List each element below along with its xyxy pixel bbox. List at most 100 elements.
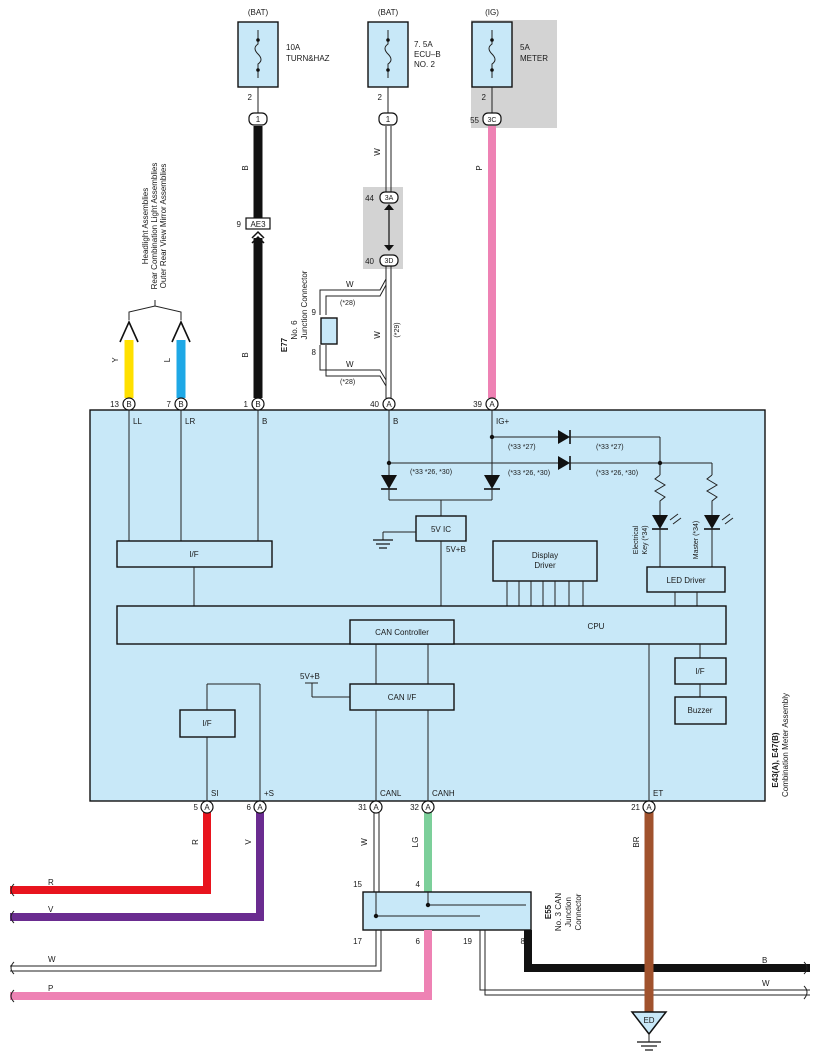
diode-note: (*33 *27) xyxy=(596,444,624,451)
wire-label: W xyxy=(360,838,369,846)
ground-ed-icon xyxy=(630,1011,668,1036)
wire-break-right xyxy=(803,961,808,1000)
wire-label: W xyxy=(48,955,56,964)
meter-name: Combination Meter Assembly xyxy=(781,693,790,797)
pin-num: 40 xyxy=(370,400,379,409)
pin-num: 7 xyxy=(167,400,172,409)
pin-conn: A xyxy=(489,400,495,409)
pin-conn: A xyxy=(646,803,652,812)
diode-icon xyxy=(558,456,570,470)
pin-num: 5 xyxy=(194,803,199,812)
e55-code: E55 xyxy=(544,904,553,919)
e55-junction-connector xyxy=(362,891,532,931)
pin-label: ET xyxy=(653,789,663,798)
pin: 15 xyxy=(353,880,362,889)
connector-ae3 xyxy=(245,217,271,230)
pin-conn: B xyxy=(178,400,183,409)
fuse-ecu-b: (BAT) 7. 5A ECU–B NO. 2 2 xyxy=(367,8,441,102)
fuse-rating: 10A xyxy=(286,43,301,52)
if-label: I/F xyxy=(202,719,211,728)
if-label: I/F xyxy=(695,667,704,676)
pin-conn: A xyxy=(425,803,431,812)
pin-label: SI xyxy=(211,789,219,798)
fuse-supply: (IG) xyxy=(485,8,499,17)
fuse-name: ECU–B xyxy=(414,50,441,59)
diode-note: (*33 *26, *30) xyxy=(508,470,550,477)
wire-label: W xyxy=(373,148,382,156)
pin: 19 xyxy=(463,937,472,946)
pin-conn: A xyxy=(204,803,210,812)
supply-label: 5V+B xyxy=(300,672,320,681)
e55-name: Connector xyxy=(574,893,583,930)
note: (*29) xyxy=(394,322,401,337)
ground-label: ED xyxy=(643,1016,654,1025)
can-if-label: CAN I/F xyxy=(388,693,417,702)
wire-label: R xyxy=(191,839,200,845)
wire-v xyxy=(10,812,264,921)
fuse-icon xyxy=(254,30,262,78)
wire-b-bottom xyxy=(524,930,810,972)
buzzer-label: Buzzer xyxy=(688,706,713,715)
ic-output-label: 5V+B xyxy=(446,545,466,554)
pin: 4 xyxy=(416,880,421,889)
cpu-label: CPU xyxy=(588,622,605,631)
fuse-meter: (IG) 5A METER 2 xyxy=(471,8,548,102)
pin-conn: B xyxy=(126,400,131,409)
led-label: Electrical xyxy=(633,525,640,554)
diode-note: (*33 *26, *30) xyxy=(596,470,638,477)
pin-conn: A xyxy=(373,803,379,812)
pin-num: 13 xyxy=(110,400,119,409)
wire-label: B xyxy=(241,165,250,170)
fuse-turn-haz: (BAT) 10A TURN&HAZ 2 xyxy=(237,8,330,102)
pin-label: LL xyxy=(133,417,142,426)
pin-num: 39 xyxy=(473,400,482,409)
pin: 8 xyxy=(312,348,317,357)
wire-label: V xyxy=(48,905,54,914)
wire-label: V xyxy=(244,839,253,845)
fuse-pin: 2 xyxy=(378,93,383,102)
fuse-supply: (BAT) xyxy=(378,8,399,17)
meter-code: E43(A), E47(B) xyxy=(771,732,780,787)
pin-num: 31 xyxy=(358,803,367,812)
destination-labels: Headlight Assemblies Rear Combination Li… xyxy=(141,163,168,290)
fuse-pin: 2 xyxy=(482,93,487,102)
pin-conn: A xyxy=(386,400,392,409)
e55-name: No. 3 CAN xyxy=(554,893,563,931)
led-electrical-key-icon xyxy=(652,515,668,529)
pin-label: +S xyxy=(264,789,274,798)
fuse-icon xyxy=(488,30,496,78)
led-label: Master (*34) xyxy=(693,521,700,560)
pin: 8 xyxy=(521,937,526,946)
wire-label: W xyxy=(346,360,354,369)
e77-name: No. 6 xyxy=(290,320,299,340)
meter-top-pins: B 13 LL B 7 LR B 1 B A 40 B A 39 IG+ xyxy=(110,397,509,426)
pin-44: 44 xyxy=(365,194,374,203)
buzzer xyxy=(674,696,727,725)
junction-3a-3d: 3A 44 3D 40 xyxy=(365,191,399,267)
connector-3d: 3D xyxy=(385,258,394,265)
fuse-name-2: NO. 2 xyxy=(414,60,435,69)
e77-junction-connector: 9 8 W (*28) W (*28) E77 No. 6 Junction C… xyxy=(280,270,387,387)
fuse-rating: 7. 5A xyxy=(414,40,433,49)
wire-r xyxy=(10,812,211,894)
destination: Headlight Assemblies xyxy=(141,188,150,264)
led-master-icon xyxy=(704,515,720,529)
connector: 3C xyxy=(488,117,497,124)
destination: Outer Rear View Mirror Assemblies xyxy=(159,164,168,289)
pin-conn: A xyxy=(257,803,263,812)
pin-label: CANL xyxy=(380,789,402,798)
fuse-name: METER xyxy=(520,54,548,63)
diode-note: (*33 *27) xyxy=(508,444,536,451)
connector: 1 xyxy=(386,115,391,124)
fuse-pin: 2 xyxy=(248,93,253,102)
pin-40: 40 xyxy=(365,257,374,266)
fuse-rating: 5A xyxy=(520,43,530,52)
destination: Rear Combination Light Assemblies xyxy=(150,163,159,290)
pin-label: CANH xyxy=(432,789,455,798)
connector-label: AE3 xyxy=(250,220,266,229)
pin: 6 xyxy=(416,937,421,946)
can-controller-label: CAN Controller xyxy=(375,628,429,637)
note: (*28) xyxy=(340,300,355,307)
wire-label: W xyxy=(346,280,354,289)
wire-label: B xyxy=(762,956,767,965)
